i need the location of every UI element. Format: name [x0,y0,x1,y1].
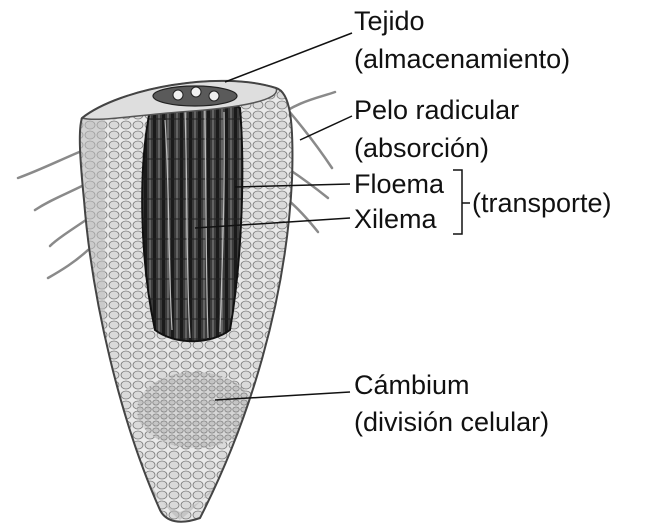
label-transporte: (transporte) [472,188,612,219]
label-cambium: Cámbium [354,370,470,401]
label-tejido-function: (almacenamiento) [354,44,570,75]
label-pelo-radicular: Pelo radicular [354,95,519,126]
label-cambium-function: (división celular) [354,407,549,438]
transport-bracket [453,170,462,234]
label-tejido: Tejido [354,6,425,37]
label-xilema: Xilema [354,204,437,235]
tejido-leader [225,33,352,82]
pelo-leader [300,116,352,140]
label-pelo-function: (absorción) [354,133,489,164]
label-floema: Floema [354,169,444,200]
root-body [70,70,310,530]
